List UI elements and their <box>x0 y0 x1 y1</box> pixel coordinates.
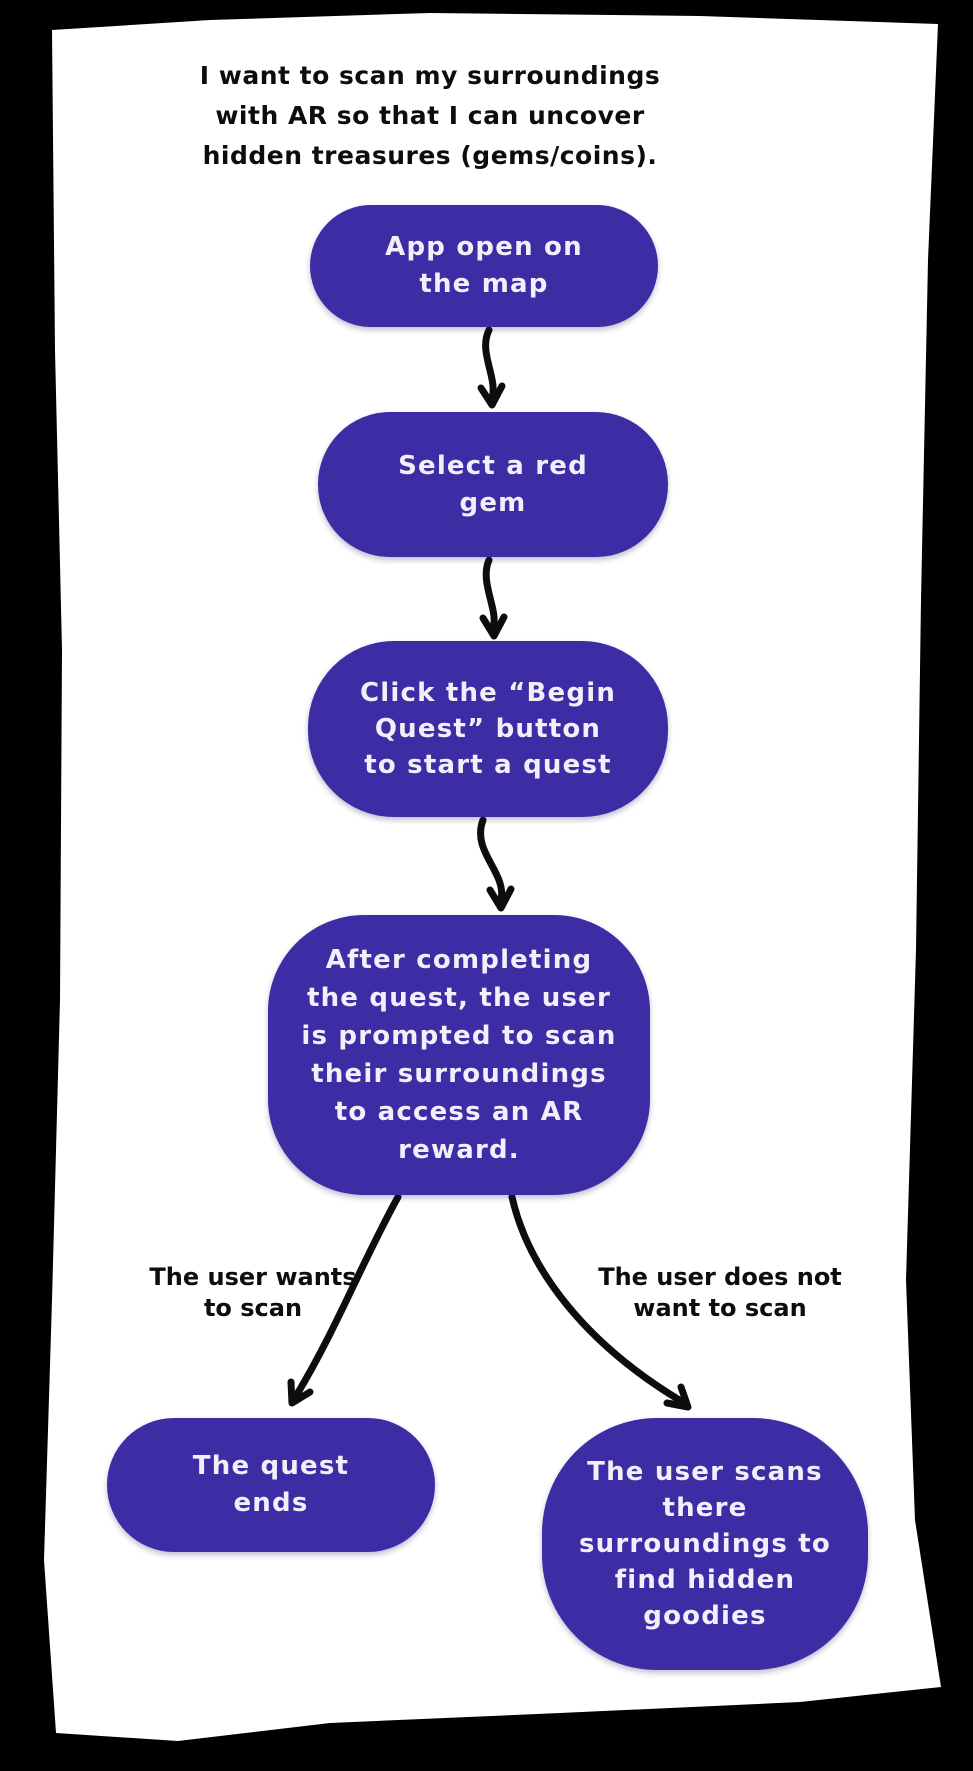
arrow-4-head <box>287 1378 314 1407</box>
arrow-2-line <box>482 556 498 632</box>
node-select-red-gem: Select a red gem <box>318 412 668 557</box>
node-app-open-map: App open on the map <box>310 205 658 327</box>
arrow-5-head <box>663 1383 692 1411</box>
arrow-3-line <box>477 816 506 904</box>
arrow-1-head <box>477 382 506 409</box>
edge-label-does-not-want-to-scan: The user does not want to scan <box>598 1263 842 1322</box>
node-begin-quest: Click the “Begin Quest” button to start … <box>308 641 668 817</box>
arrow-2-head <box>479 613 508 640</box>
edge-label-wants-to-scan: The user wants to scan <box>149 1263 357 1322</box>
arrow-3-head <box>486 885 515 912</box>
arrow-4-line <box>292 1193 402 1400</box>
user-story-title: I want to scan my surroundings with AR s… <box>199 61 661 170</box>
node-user-scans: The user scans there surroundings to fin… <box>542 1418 868 1670</box>
node-quest-ends: The quest ends <box>107 1418 435 1552</box>
arrow-1-line <box>482 326 497 402</box>
node-prompt-scan: After completing the quest, the user is … <box>268 915 650 1195</box>
arrow-5-line <box>508 1193 690 1408</box>
